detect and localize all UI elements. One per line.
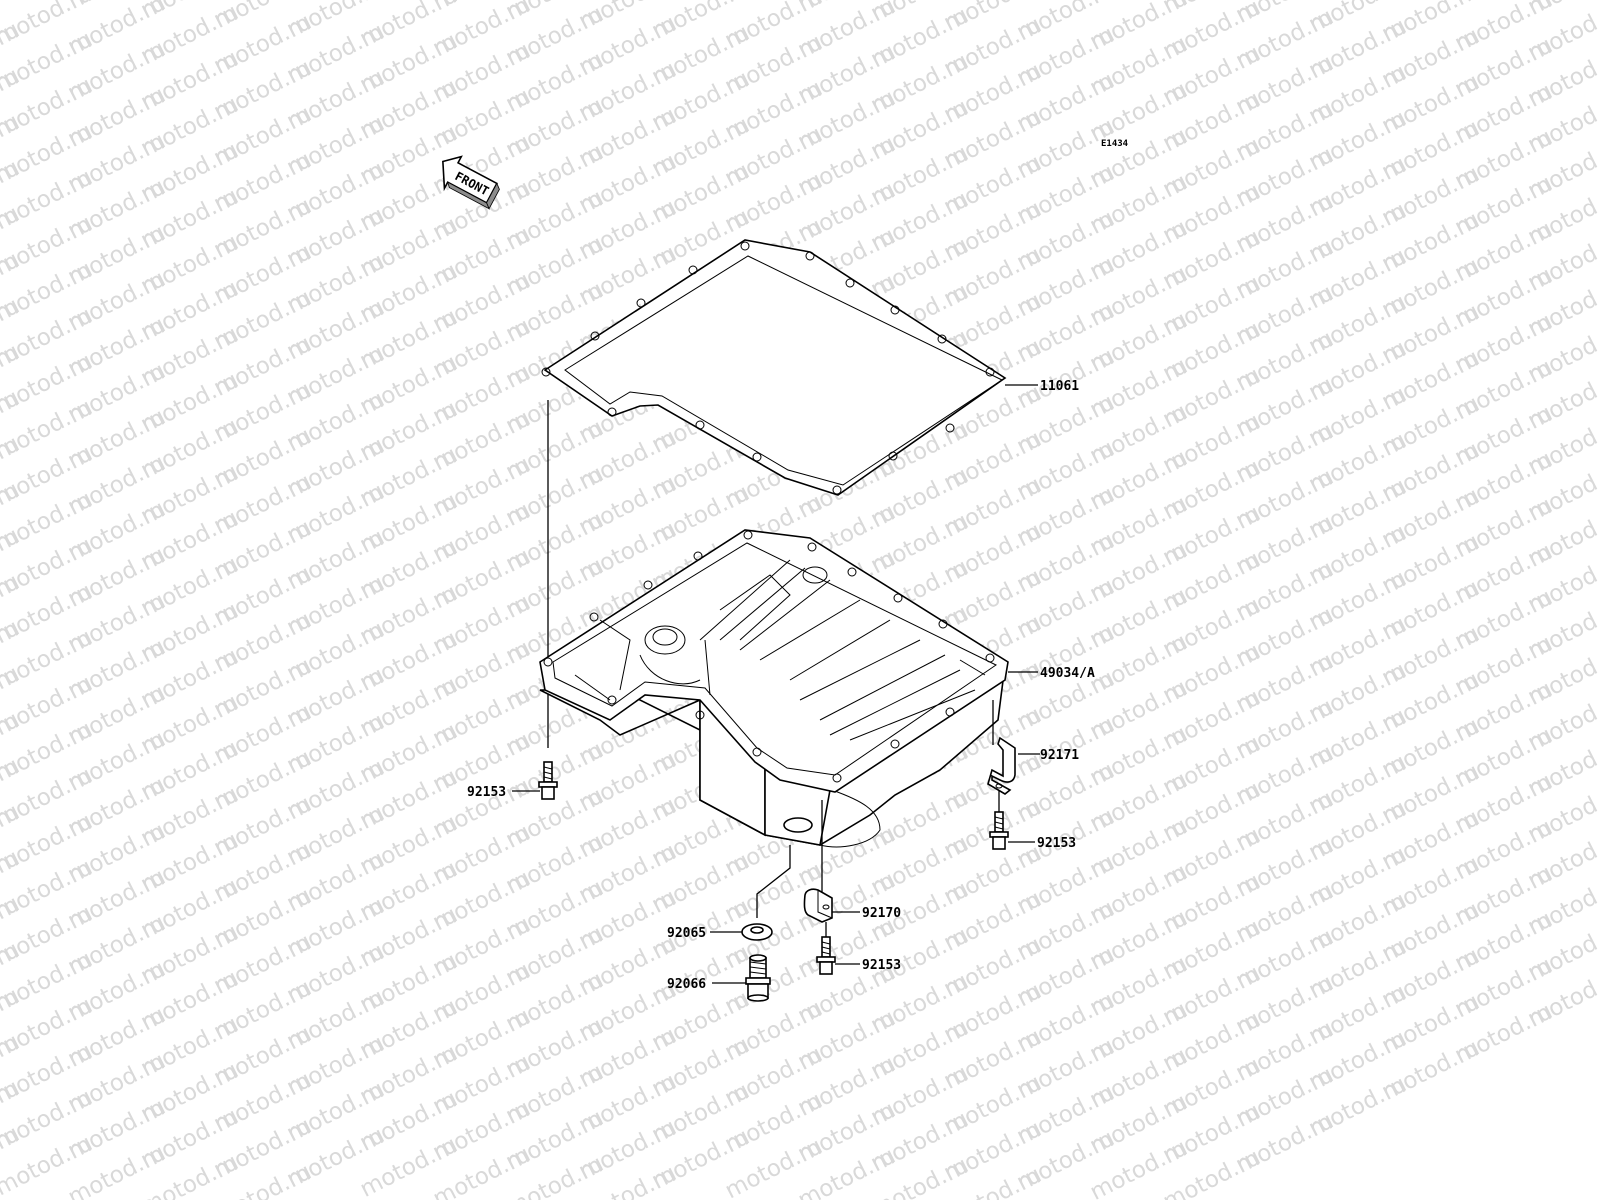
part-label-92171: 92171 xyxy=(1040,748,1079,763)
washer-92065 xyxy=(741,923,773,941)
drain-boss xyxy=(783,817,813,833)
oil-pan-bolt-holes xyxy=(543,530,995,783)
part-label-11061: 11061 xyxy=(1040,379,1079,394)
part-label-49034a: 49034/A xyxy=(1040,666,1095,681)
front-arrow-icon: FRONT xyxy=(442,155,500,210)
oil-pan-49034a xyxy=(539,529,1009,848)
clamp-92170 xyxy=(803,888,833,923)
drain-plug-92066 xyxy=(745,954,771,1002)
bolt-bottom xyxy=(816,936,836,975)
part-label-92066: 92066 xyxy=(667,977,706,992)
part-label-92153-left: 92153 xyxy=(467,785,506,800)
clamp-92171 xyxy=(987,736,1016,795)
bolt-right xyxy=(989,811,1009,850)
diagram-code: E1434 xyxy=(1101,139,1129,149)
part-label-92153-bottom: 92153 xyxy=(862,958,901,973)
gasket-11061 xyxy=(541,239,1007,496)
part-label-92065: 92065 xyxy=(667,926,706,941)
bolt-left xyxy=(538,761,558,800)
oil-pan-ribs xyxy=(574,559,986,741)
part-label-92153-right: 92153 xyxy=(1037,836,1076,851)
gasket-bolt-holes xyxy=(541,241,995,495)
part-label-92170: 92170 xyxy=(862,906,901,921)
